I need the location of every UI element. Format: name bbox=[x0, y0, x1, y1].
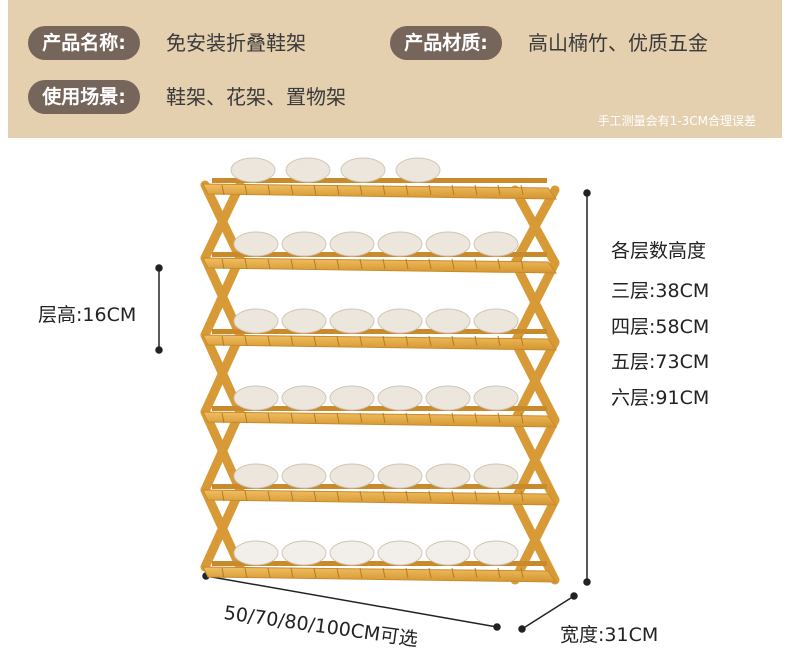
right-frame bbox=[510, 185, 560, 585]
height-row-4: 四层:58CM bbox=[611, 316, 710, 338]
depth-label: 宽度:31CM bbox=[560, 624, 659, 646]
slipper bbox=[425, 463, 471, 489]
slipper bbox=[425, 231, 471, 257]
slipper bbox=[329, 231, 375, 257]
shelf-2 bbox=[202, 252, 557, 274]
slipper bbox=[281, 463, 327, 489]
slipper bbox=[329, 463, 375, 489]
slipper bbox=[340, 157, 386, 183]
height-dimension-line bbox=[155, 264, 163, 354]
slipper bbox=[377, 540, 423, 566]
slipper bbox=[285, 157, 331, 183]
slipper bbox=[281, 385, 327, 411]
slipper bbox=[281, 540, 327, 566]
shelf-5 bbox=[202, 484, 557, 506]
scene-value: 鞋架、花架、置物架 bbox=[166, 85, 346, 109]
slipper bbox=[377, 308, 423, 334]
slipper bbox=[233, 231, 279, 257]
slipper bbox=[329, 385, 375, 411]
slipper bbox=[230, 157, 276, 183]
slipper bbox=[377, 463, 423, 489]
slipper bbox=[473, 231, 519, 257]
slipper bbox=[329, 308, 375, 334]
slipper bbox=[473, 540, 519, 566]
height-row-6: 六层:91CM bbox=[611, 387, 710, 409]
slipper bbox=[395, 157, 441, 183]
measurement-note: 手工测量会有1-3CM合理误差 bbox=[597, 114, 756, 128]
shelf-4 bbox=[202, 406, 557, 428]
shelf-3 bbox=[202, 329, 557, 351]
total-height-line bbox=[583, 189, 591, 586]
depth-dimension-line bbox=[518, 592, 578, 633]
slipper bbox=[233, 540, 279, 566]
slipper bbox=[233, 463, 279, 489]
scene-tag: 使用场景: bbox=[28, 80, 140, 114]
shelf-1 bbox=[202, 178, 557, 200]
slipper bbox=[425, 385, 471, 411]
shelf-6 bbox=[202, 561, 557, 583]
product-name-value: 免安装折叠鞋架 bbox=[166, 31, 306, 55]
slipper bbox=[473, 463, 519, 489]
product-name-tag: 产品名称: bbox=[28, 26, 140, 60]
spec-header: 产品名称: 免安装折叠鞋架 产品材质: 高山楠竹、优质五金 使用场景: 鞋架、花… bbox=[8, 0, 782, 138]
material-tag: 产品材质: bbox=[390, 26, 502, 60]
slipper bbox=[425, 308, 471, 334]
slipper bbox=[473, 385, 519, 411]
height-row-3: 三层:38CM bbox=[611, 280, 710, 302]
slipper bbox=[233, 308, 279, 334]
shoe-rack-illustration bbox=[155, 157, 591, 633]
heights-title: 各层数高度 bbox=[611, 240, 707, 262]
slipper bbox=[473, 308, 519, 334]
layer-height-label: 层高:16CM bbox=[38, 304, 137, 326]
slipper bbox=[425, 540, 471, 566]
height-row-5: 五层:73CM bbox=[611, 351, 710, 373]
slipper bbox=[377, 385, 423, 411]
slipper bbox=[377, 231, 423, 257]
slipper bbox=[329, 540, 375, 566]
shelves-group bbox=[202, 157, 557, 583]
slipper bbox=[233, 385, 279, 411]
slipper bbox=[281, 231, 327, 257]
material-value: 高山楠竹、优质五金 bbox=[528, 31, 708, 55]
slipper bbox=[281, 308, 327, 334]
